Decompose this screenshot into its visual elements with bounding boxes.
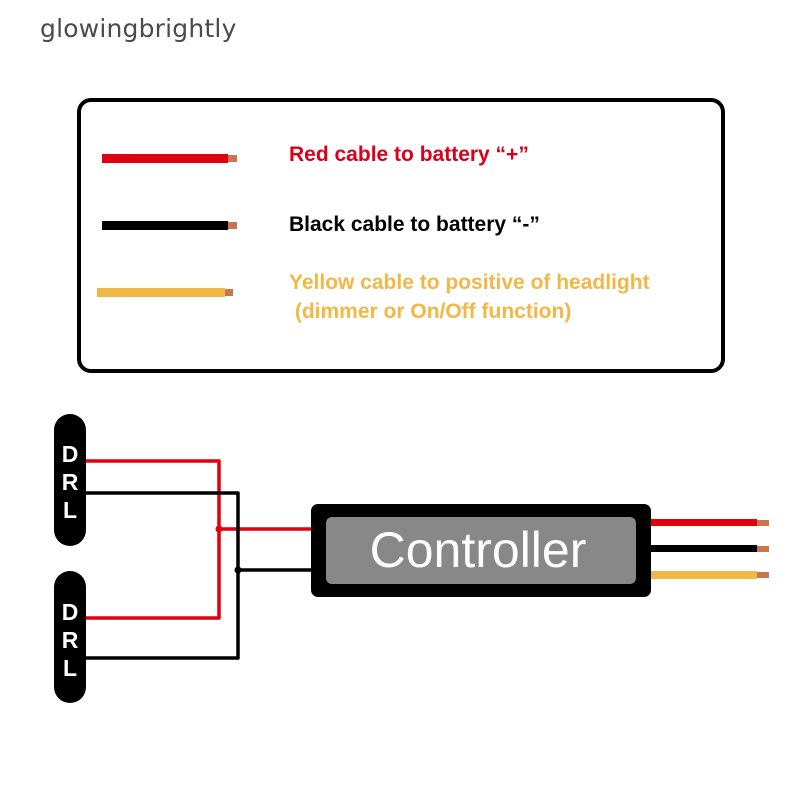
legend-cable-yellow	[97, 288, 233, 297]
output-wire-tip	[757, 572, 769, 578]
drl-letter: D	[62, 599, 79, 625]
legend-wire-red	[102, 154, 228, 163]
legend-wire-tip	[225, 289, 233, 296]
legend-wire-black	[102, 221, 228, 230]
output-wire-tip	[757, 546, 769, 552]
legend-wire-yellow	[97, 288, 225, 297]
output-wire	[651, 571, 757, 579]
legend-cable-black	[102, 221, 237, 230]
output-wire-yellow	[651, 571, 769, 579]
drl-lamp-body	[54, 414, 86, 546]
black-junction-dot	[234, 566, 242, 574]
drl-letter: D	[62, 441, 79, 467]
legend-label-red: Red cable to battery “+”	[289, 143, 529, 166]
drl-letter: L	[63, 497, 77, 523]
output-wire	[651, 519, 757, 526]
brand-watermark: glowingbrightly	[40, 14, 237, 43]
legend-wire-tip	[228, 155, 237, 162]
legend-cable-red	[102, 154, 237, 163]
legend-label-black: Black cable to battery “-”	[289, 213, 540, 236]
output-wire	[651, 545, 757, 552]
controller-label: Controller	[370, 522, 587, 578]
output-wire-tip	[757, 520, 769, 526]
drl-lamp-body	[54, 571, 86, 703]
legend-box	[77, 98, 725, 373]
controller-face	[326, 517, 636, 584]
drl-letter: R	[62, 627, 79, 653]
controller-module: Controller	[311, 504, 651, 597]
drl-lamp-1: D R L	[54, 414, 86, 546]
red-junction-dot	[215, 525, 223, 533]
legend-wire-tip	[228, 222, 237, 229]
drl-letter: L	[63, 655, 77, 681]
legend-label-yellow: Yellow cable to positive of headlight	[289, 271, 650, 294]
drl-lamp-2: D R L	[54, 571, 86, 703]
black-wire-lamps	[86, 491, 240, 660]
red-wire-lamps	[86, 459, 221, 620]
drl-letter: R	[62, 469, 79, 495]
legend-label-yellow-line2: (dimmer or On/Off function)	[289, 300, 572, 323]
output-wire-red	[651, 519, 769, 526]
output-wire-black	[651, 545, 769, 552]
